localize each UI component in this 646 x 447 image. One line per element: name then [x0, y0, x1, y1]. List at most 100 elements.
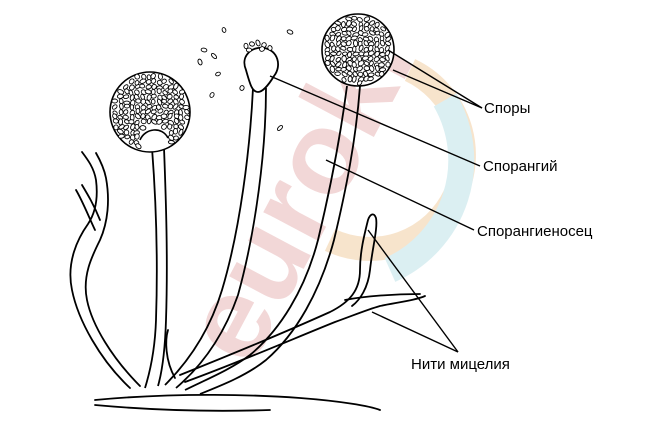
spore	[367, 50, 375, 57]
spore	[243, 42, 249, 50]
spore	[178, 128, 184, 136]
spore	[347, 75, 353, 83]
spore	[368, 20, 376, 26]
spore	[363, 60, 370, 67]
spore	[209, 92, 215, 98]
spore	[167, 112, 173, 120]
spore	[239, 85, 245, 91]
spore	[167, 123, 173, 130]
spore	[135, 98, 142, 104]
leader-mycelium-1	[367, 229, 459, 353]
spore	[361, 55, 369, 61]
loose-spores	[197, 27, 294, 131]
spore	[357, 60, 365, 67]
spore	[168, 134, 175, 141]
spore	[173, 135, 179, 141]
spore	[128, 78, 135, 85]
spore	[134, 123, 140, 130]
spore	[123, 94, 130, 100]
spore	[335, 35, 342, 42]
spore	[255, 39, 261, 47]
spore	[384, 40, 392, 47]
spore	[167, 88, 174, 94]
spore	[379, 57, 386, 63]
spore	[123, 124, 129, 131]
spore	[117, 128, 124, 135]
spore	[374, 21, 380, 28]
spore	[335, 61, 342, 68]
spore	[124, 134, 131, 140]
spore	[341, 77, 347, 83]
spore	[150, 78, 157, 84]
spore	[128, 119, 135, 125]
spore	[145, 84, 152, 90]
spore	[357, 71, 364, 77]
spore	[172, 103, 179, 110]
sporangiophore-middle	[164, 87, 267, 389]
spore	[352, 71, 358, 78]
spore	[380, 26, 387, 32]
sporangium-right	[184, 13, 395, 395]
spore	[350, 35, 358, 41]
spore	[259, 46, 265, 52]
spore	[156, 88, 162, 94]
spore	[179, 93, 184, 100]
spore	[178, 124, 184, 130]
spore	[335, 25, 341, 32]
spore	[123, 129, 130, 136]
spore	[134, 89, 140, 96]
spore	[249, 41, 255, 47]
spore	[160, 113, 168, 119]
spore	[146, 104, 153, 109]
spore	[221, 27, 227, 33]
leader-sporangium	[269, 75, 481, 167]
spore	[329, 65, 336, 73]
spore	[182, 104, 190, 111]
spore	[135, 143, 142, 150]
spore	[341, 71, 348, 78]
spore	[351, 15, 358, 21]
spore	[334, 71, 341, 76]
spore	[118, 109, 124, 116]
spore	[378, 47, 385, 53]
spore	[123, 103, 131, 109]
spore	[156, 118, 163, 125]
spore	[351, 75, 357, 83]
spore	[179, 99, 185, 105]
sporangiophore-right	[184, 85, 361, 395]
spore	[363, 16, 371, 23]
label-spores: Споры	[484, 100, 531, 117]
spore	[345, 65, 352, 72]
spore	[384, 54, 390, 62]
spore	[374, 50, 380, 58]
spore	[335, 56, 342, 63]
spore	[139, 125, 147, 131]
spore	[117, 89, 125, 95]
spore	[140, 118, 147, 125]
spore	[150, 109, 157, 115]
spore	[336, 40, 342, 47]
leader-spores-2	[392, 69, 483, 109]
spore	[277, 125, 283, 131]
spore	[134, 133, 140, 140]
spore	[324, 34, 330, 42]
spore	[123, 109, 129, 115]
spore	[161, 118, 169, 124]
label-sporangiophore: Спорангиеносец	[477, 223, 593, 240]
spore-cluster-right	[324, 15, 392, 86]
spore	[119, 102, 124, 110]
spore	[367, 76, 374, 82]
spore	[385, 36, 392, 42]
spore	[122, 84, 129, 90]
spore	[245, 47, 253, 53]
spore	[167, 140, 175, 145]
spore	[267, 45, 273, 51]
spore	[367, 55, 374, 62]
spore	[150, 93, 157, 99]
spore	[329, 60, 336, 67]
spore	[162, 90, 168, 96]
spore	[134, 73, 141, 80]
spore	[122, 114, 129, 120]
spore	[210, 52, 218, 60]
